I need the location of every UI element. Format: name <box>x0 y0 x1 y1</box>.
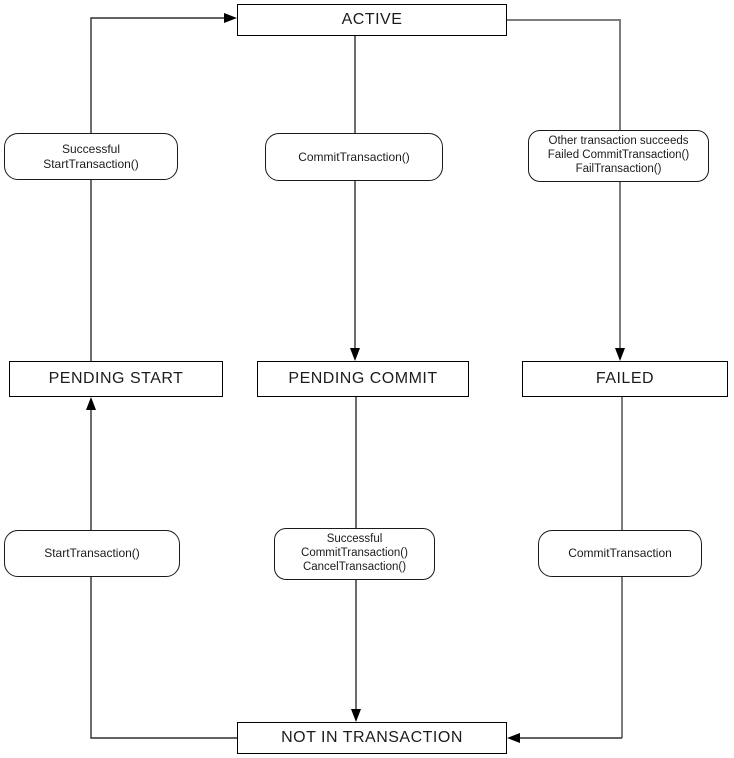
edge-active-to-failed <box>507 19 621 350</box>
arrowhead-into-not-in-transaction-top <box>351 709 361 722</box>
edge-label-commit-transaction-bottom: CommitTransaction <box>538 530 702 577</box>
edge-label-line: StartTransaction() <box>43 156 139 171</box>
arrowhead-into-not-in-transaction-right <box>507 733 520 743</box>
edge-label-line: Other transaction succeeds <box>548 135 689 148</box>
edge-label-line: Failed CommitTransaction() <box>547 149 690 162</box>
state-label: PENDING START <box>48 370 184 387</box>
edge-label-line: CommitTransaction() <box>301 547 408 560</box>
edge-label-successful-commit-cancel: Successful CommitTransaction() CancelTra… <box>274 528 435 580</box>
edge-label-start-transaction: StartTransaction() <box>4 530 180 577</box>
arrowhead-into-active <box>224 13 237 23</box>
edge-label-line: Successful <box>61 142 121 157</box>
state-node-failed: FAILED <box>522 361 728 397</box>
state-node-pending-commit: PENDING COMMIT <box>257 361 469 397</box>
state-node-active: ACTIVE <box>237 4 507 36</box>
edge-label-other-transaction-fails: Other transaction succeeds Failed Commit… <box>528 130 709 182</box>
state-label: FAILED <box>595 370 655 387</box>
state-label: NOT IN TRANSACTION <box>281 729 463 746</box>
edge-label-line: StartTransaction() <box>44 546 140 561</box>
state-label: PENDING COMMIT <box>288 370 438 387</box>
arrowhead-into-failed <box>615 348 625 361</box>
edge-label-line: CommitTransaction <box>568 546 672 561</box>
arrowhead-into-pending-commit <box>350 348 360 361</box>
edge-label-line: Successful <box>326 533 383 546</box>
edge-label-successful-start-transaction: Successful StartTransaction() <box>4 133 178 180</box>
edge-label-line: CancelTransaction() <box>302 560 407 573</box>
edge-label-line: FailTransaction() <box>575 162 662 175</box>
edge-pending-start-to-active <box>90 17 226 361</box>
state-label: ACTIVE <box>341 11 403 28</box>
arrowhead-into-pending-start <box>86 397 96 410</box>
edge-label-line: CommitTransaction() <box>298 149 410 164</box>
edge-not-in-transaction-to-pending-start <box>90 408 237 739</box>
state-node-pending-start: PENDING START <box>9 361 223 397</box>
edge-label-commit-transaction-top: CommitTransaction() <box>265 133 443 181</box>
state-node-not-in-transaction: NOT IN TRANSACTION <box>237 722 507 754</box>
